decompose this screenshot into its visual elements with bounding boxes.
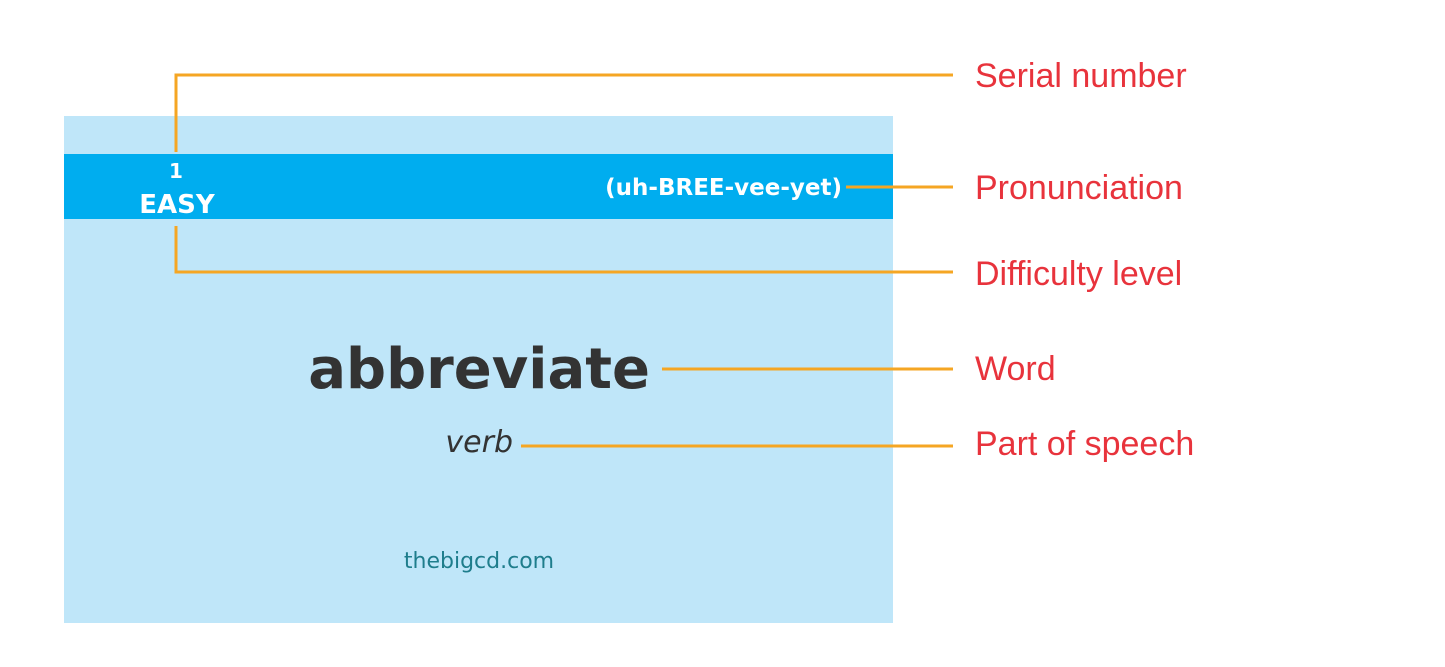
header-band — [64, 154, 893, 219]
part-of-speech: verb — [445, 425, 513, 460]
callout-word: Word — [975, 350, 1056, 388]
callout-part-of-speech: Part of speech — [975, 425, 1195, 463]
serial-leader-line — [174, 73, 953, 152]
callout-difficulty-level: Difficulty level — [975, 255, 1183, 293]
difficulty-leader-line — [174, 226, 953, 274]
site-url: thebigcd.com — [403, 549, 555, 574]
serial-number: 1 — [169, 159, 183, 183]
word: abbreviate — [308, 337, 650, 402]
difficulty-level: EASY — [139, 190, 215, 220]
callout-serial-number: Serial number — [975, 57, 1187, 95]
pronunciation: (uh-BREE-vee-yet) — [605, 175, 842, 201]
callout-pronunciation: Pronunciation — [975, 169, 1183, 207]
